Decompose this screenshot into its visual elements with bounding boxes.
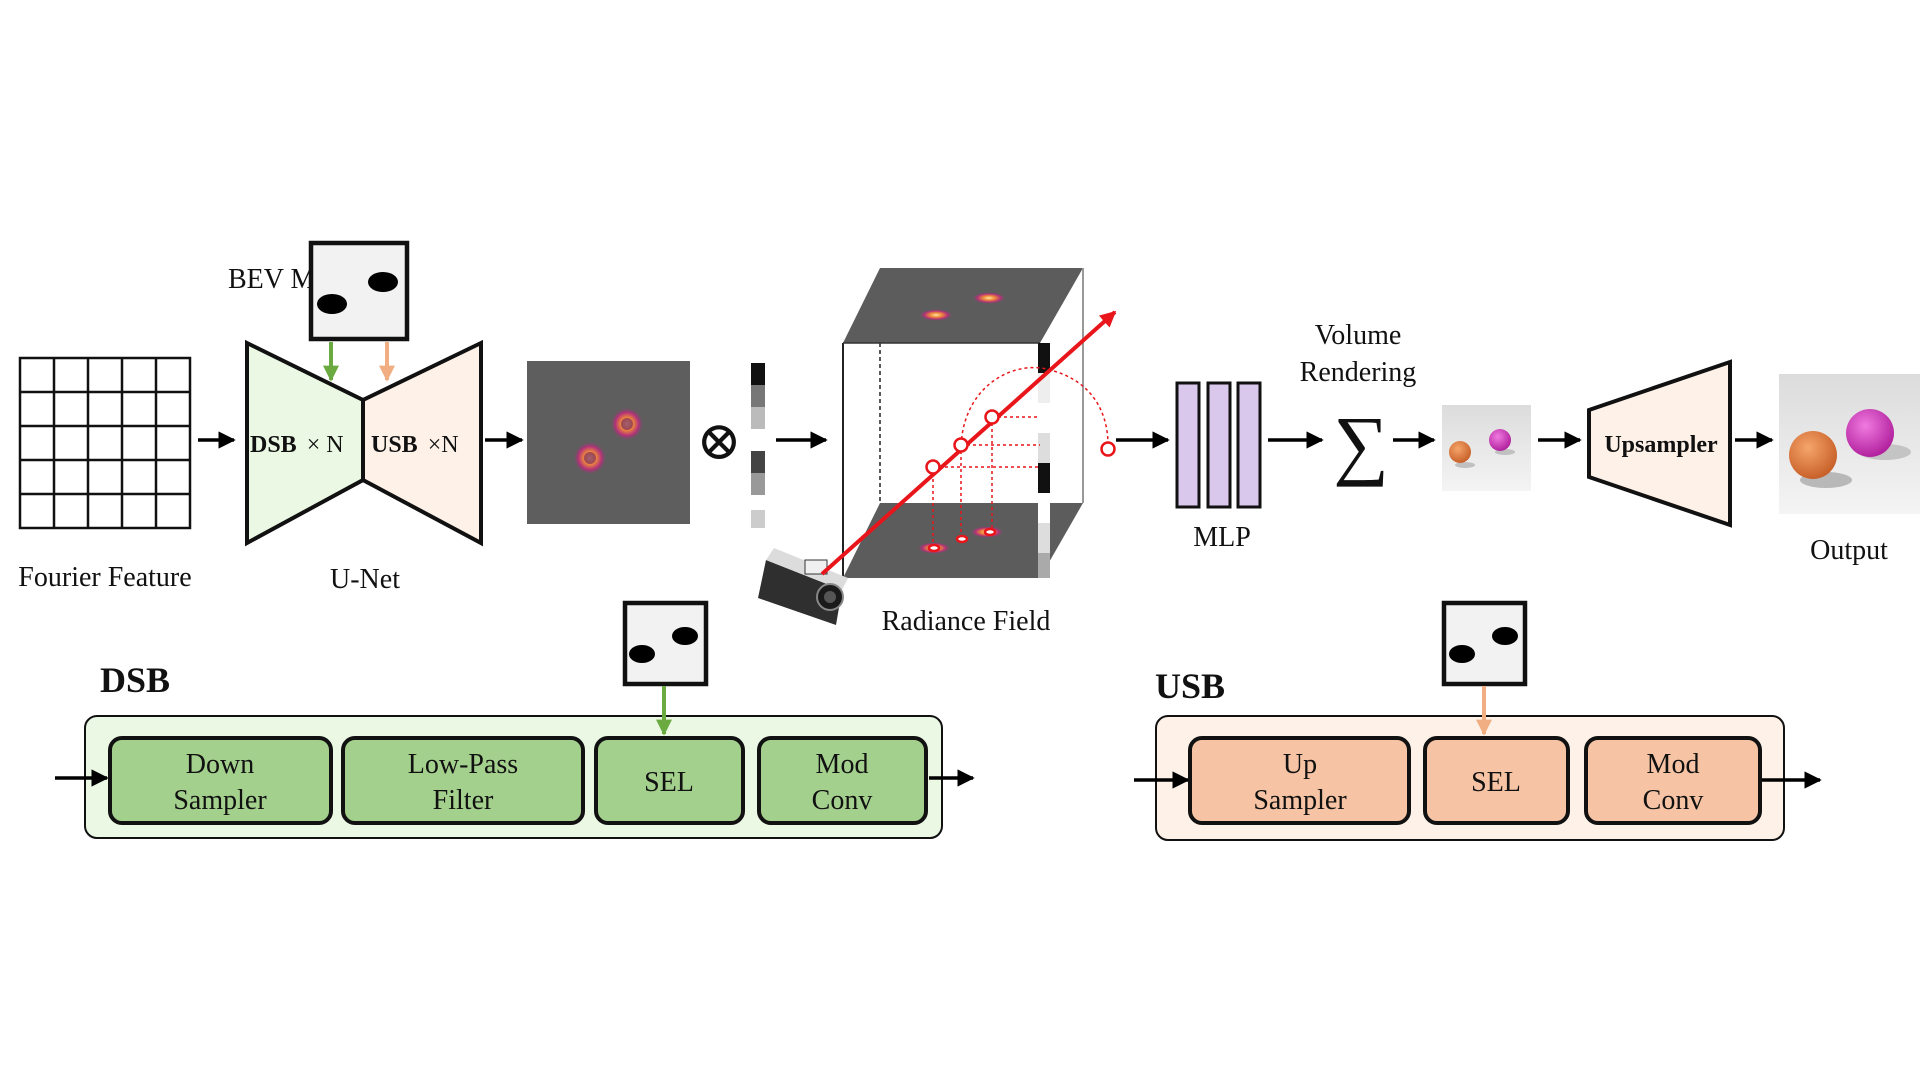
svg-text:Sampler: Sampler: [1253, 785, 1347, 816]
svg-text:Mod: Mod: [1647, 749, 1700, 780]
upsampler-block: [1587, 359, 1732, 528]
camera-icon: [758, 548, 848, 625]
svg-text:Mod: Mod: [816, 749, 869, 780]
unet-label: U-Net: [330, 564, 400, 595]
bev-map-icon: [308, 240, 410, 342]
output-render-image: [1779, 374, 1920, 514]
usb-block-up-sampler: Up Sampler: [1188, 736, 1411, 825]
svg-text:Sampler: Sampler: [173, 785, 267, 816]
svg-text:SEL: SEL: [1471, 767, 1521, 798]
usb-block-mod-conv: Mod Conv: [1584, 736, 1762, 825]
unet-decoder-shape: [361, 339, 483, 547]
feature-grid-icon: [18, 356, 192, 530]
svg-text:Conv: Conv: [812, 785, 873, 816]
usb-panel-title: USB: [1155, 666, 1225, 706]
radiance-field-cube: [842, 268, 1084, 578]
volume-rendering-label-2: Rendering: [1300, 357, 1417, 388]
fourier-feature-label: Fourier Feature: [18, 562, 191, 593]
svg-text:Down: Down: [186, 749, 254, 780]
mlp-block: [1175, 381, 1262, 509]
svg-text:Low-Pass: Low-Pass: [408, 749, 518, 780]
svg-text:Up: Up: [1283, 749, 1317, 780]
camera-ray: [820, 310, 1117, 576]
low-res-render-image: [1442, 405, 1531, 491]
svg-text:SEL: SEL: [644, 767, 694, 798]
unet-dsb-label: DSB× N: [250, 432, 344, 458]
dsb-block-down-sampler: Down Sampler: [108, 736, 333, 825]
bev-map-icon: [622, 600, 709, 687]
bev-map-icon: [1441, 600, 1528, 687]
dsb-panel-title: DSB: [100, 660, 170, 700]
dsb-block-low-pass-filter: Low-Pass Filter: [341, 736, 585, 825]
usb-block-sel: SEL: [1423, 736, 1570, 825]
unet-usb-label: USB×N: [371, 432, 459, 458]
radiance-field-label: Radiance Field: [882, 606, 1051, 637]
density-strip: [751, 363, 765, 528]
output-label: Output: [1810, 535, 1888, 566]
otimes-symbol: ⊗: [696, 411, 741, 471]
svg-text:Filter: Filter: [433, 785, 494, 816]
mlp-label: MLP: [1193, 522, 1251, 553]
upsampler-label: Upsampler: [1604, 432, 1718, 458]
sum-icon: ∑: [1333, 400, 1389, 487]
feature-map-image: [527, 361, 690, 524]
dsb-block-mod-conv: Mod Conv: [757, 736, 928, 825]
ray-sample-points: [925, 409, 1116, 553]
svg-text:Conv: Conv: [1643, 785, 1704, 816]
dsb-block-sel: SEL: [594, 736, 745, 825]
volume-rendering-label-1: Volume: [1315, 320, 1402, 351]
